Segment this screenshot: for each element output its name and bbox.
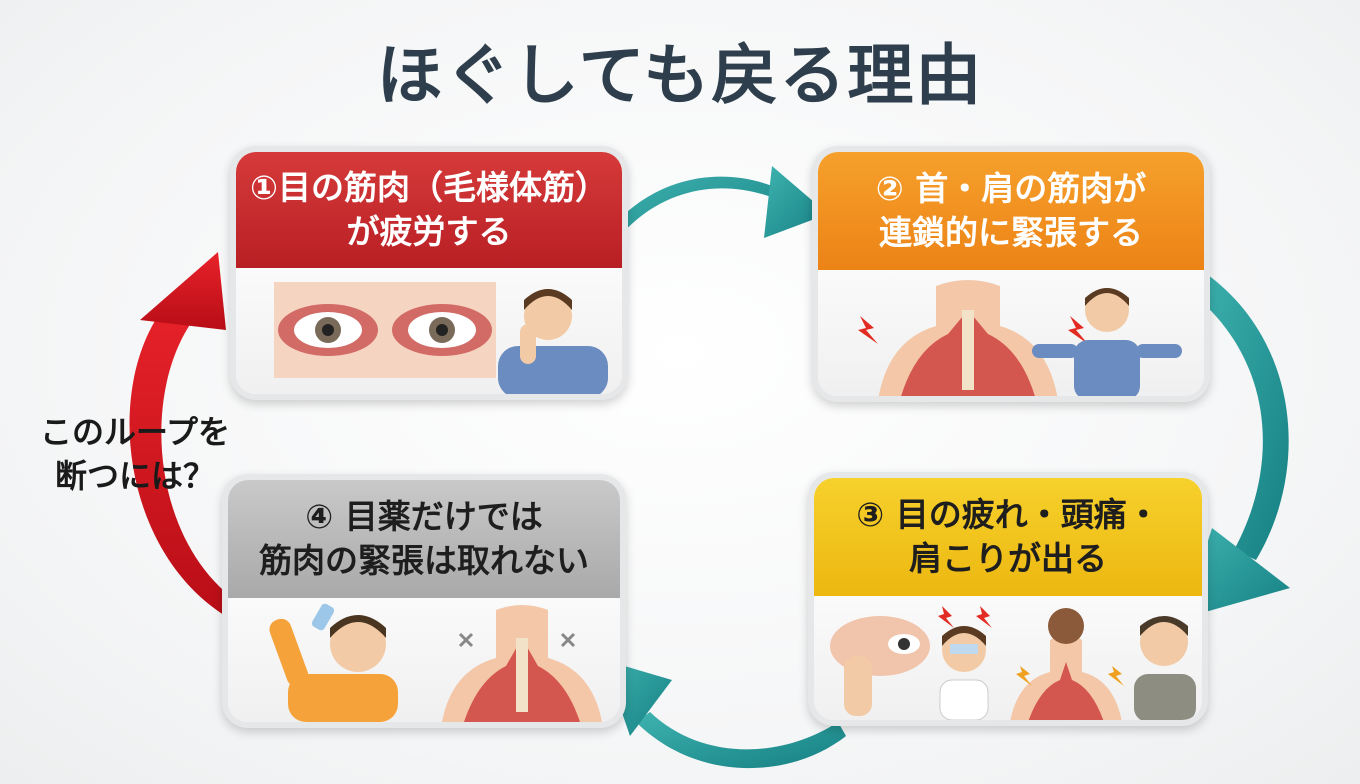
step-card-2-illustration xyxy=(818,270,1204,396)
loop-question: このループを 断つには？ xyxy=(20,410,250,498)
loop-question-line2: 断つには？ xyxy=(54,457,215,495)
neck-muscle-icon xyxy=(878,280,1058,396)
step-card-3-header: ③ 目の疲れ・頭痛・ 肩こりが出る xyxy=(814,478,1202,596)
step-card-4-illustration xyxy=(228,598,620,722)
step-card-3-illustration xyxy=(814,596,1202,720)
arrow-4-to-1 xyxy=(129,252,244,622)
worried-person-icon xyxy=(1134,616,1196,720)
step-card-1-illustration xyxy=(236,268,622,394)
step-4-title-line1: ④ 目薬だけでは xyxy=(305,497,543,536)
tired-eye-icon xyxy=(278,304,378,356)
step-card-4: ④ 目薬だけでは 筋肉の緊張は取れない xyxy=(222,474,626,728)
page-title: ほぐしても戻る理由 xyxy=(376,37,984,114)
person-shrug-icon xyxy=(1032,288,1182,396)
step-card-2: ② 首・肩の筋肉が 連鎖的に緊張する xyxy=(812,146,1210,402)
headache-person-icon xyxy=(938,606,992,720)
step-card-1-header: ①目の筋肉（毛様体筋） が疲労する xyxy=(236,152,622,268)
loop-question-line1: このループを xyxy=(39,413,231,451)
step-2-title-line2: 連鎖的に緊張する xyxy=(879,213,1143,252)
lightning-icon xyxy=(858,316,1088,344)
step-2-title-line1: ② 首・肩の筋肉が xyxy=(875,169,1147,208)
eye-drops-person-icon xyxy=(269,603,398,722)
neck-muscle-icon xyxy=(442,605,602,722)
step-1-title-line2: が疲労する xyxy=(346,212,512,251)
arrow-2-to-3 xyxy=(1184,272,1290,618)
step-card-4-header: ④ 目薬だけでは 筋肉の緊張は取れない xyxy=(228,480,620,598)
step-4-title-line2: 筋肉の緊張は取れない xyxy=(259,541,589,580)
rubbing-eyes-icon xyxy=(830,616,930,716)
step-card-2-header: ② 首・肩の筋肉が 連鎖的に緊張する xyxy=(818,152,1204,270)
cross-icon xyxy=(458,632,576,648)
tired-eye-icon xyxy=(392,304,492,356)
step-3-title-line1: ③ 目の疲れ・頭痛・ xyxy=(856,495,1160,534)
stiff-shoulder-icon xyxy=(1010,608,1124,720)
step-3-title-line2: 肩こりが出る xyxy=(909,539,1107,578)
step-card-1: ①目の筋肉（毛様体筋） が疲労する xyxy=(230,146,628,400)
person-eye-strain-icon xyxy=(498,289,608,394)
step-1-title-line1: ①目の筋肉（毛様体筋） xyxy=(250,168,608,207)
step-card-3: ③ 目の疲れ・頭痛・ 肩こりが出る xyxy=(808,472,1208,726)
